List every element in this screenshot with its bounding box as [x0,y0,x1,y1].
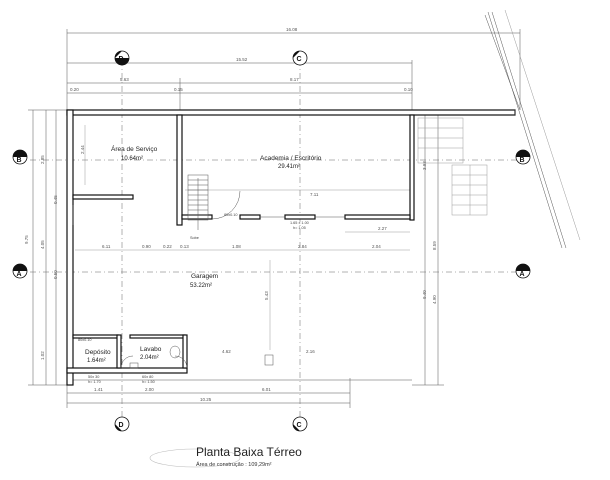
dim-upper-width: 15.52 [236,57,248,62]
dim-d11: 7.11 [310,192,319,197]
dim-overall-width: 16.08 [286,27,298,32]
room-deposito-area: 1.64m² [87,358,106,364]
window-b-size: 80x0.10 [224,213,238,217]
drawing-title: Planta Baixa Térreo [196,445,302,459]
bottom-dimension-lines: 10.25 1.41 2.00 6.01 4.62 2.16 [66,349,412,408]
dim-d12: 4.62 [222,349,231,354]
top-dimension-lines: 16.08 15.52 5.63 8.17 0.20 0.15 0.10 [66,27,521,110]
dim-d3: 6.11 [102,244,111,249]
dim-d5: 0.22 [163,244,172,249]
right-dimension-lines: 8.59 3.93 9.40 [412,109,444,386]
room-deposito-name: Depósito [85,349,111,356]
dim-d23: 5.43 [264,291,269,300]
left-dimension-lines: 9.75 2.85 4.05 1.02 0.45 0.50 [24,109,70,386]
window-a-height: h= 1.05 [293,226,306,230]
dim-d17: 2.85 [40,155,45,164]
marker-a-left-label: A [17,271,22,278]
dim-d21: 0.45 [53,195,58,204]
dim-d13: 2.16 [306,349,315,354]
room-lavabo-area: 2.04m² [140,355,159,361]
dim-d15: 2.00 [145,387,154,392]
section-marker-a-left: A [12,263,28,279]
dim-d9: 2.04 [372,244,381,249]
openings [72,190,345,369]
dim-d26: 0.15 [174,87,183,92]
section-marker-b-right: B [515,149,531,165]
room-servico-area: 10.64m² [121,156,143,162]
dim-d16: 1.41 [94,387,103,392]
room-academia-name: Academia / Escritório [260,155,322,162]
marker-b-left-label: B [17,157,22,164]
property-boundary [484,9,581,249]
room-garagem-area: 53.22m² [190,283,212,289]
dim-d25: 0.20 [70,87,79,92]
marker-a-right-label: A [520,271,525,278]
dim-d1: 5.63 [120,77,129,82]
marker-b-right-label: B [520,157,525,164]
marker-c-top-label: C [297,56,302,63]
door-c-height: h= 1.50 [142,380,155,384]
marker-d-bottom-label: D [119,422,124,429]
staircase: Sobe [187,174,209,240]
dim-d2: 8.17 [290,77,299,82]
dim-d4: 0.90 [142,244,151,249]
section-marker-c-bottom: C [292,416,308,432]
dim-d19: 1.02 [40,351,45,360]
dim-right-height: 8.59 [432,241,437,250]
dim-d10: 2.27 [378,226,387,231]
annotations: 1.65 x 1.00 h= 1.05 80x0.10 80x0.10 50x … [78,213,309,384]
dim-d24: 3.93 [422,161,427,170]
dim-d14: 6.01 [262,387,271,392]
section-marker-d-top: D [114,50,130,66]
section-marker-d-bottom: D [114,416,130,432]
title-block: Planta Baixa Térreo Área de construção :… [149,445,302,468]
room-servico-name: Área de Serviço [111,144,158,153]
room-academia-area: 29.41m² [278,164,300,170]
room-garagem-name: Garagem [191,273,218,280]
door-a-size: 80x0.10 [78,338,92,342]
walls [66,109,516,386]
window-a-size: 1.65 x 1.00 [290,221,309,225]
room-labels: Área de Serviço 10.64m² Academia / Escri… [85,144,322,364]
dim-d27: 0.10 [404,87,413,92]
door-b-size: 50x 30 [88,375,99,379]
drawing-subtitle: Área de construção : 109,29m² [196,461,272,468]
dim-d22: 0.50 [53,270,58,279]
marker-c-bottom-label: C [297,422,302,429]
dim-left-height: 9.75 [24,235,29,244]
stairs-label: Sobe [190,236,199,240]
dim-d18: 4.05 [40,240,45,249]
door-b-height: h= 1.70 [88,380,101,384]
dim-d6: 0.13 [180,244,189,249]
dim-bottom-width: 10.25 [200,397,212,402]
dim-d20: 2.44 [80,145,85,154]
dim-d7: 1.08 [232,244,241,249]
room-lavabo-name: Lavabo [140,346,162,353]
section-marker-a-right: A [515,263,531,279]
door-c-size: 60x 80 [142,375,153,379]
dim-right-extra: 4.90 [432,295,437,304]
dim-d8: 2.84 [298,244,307,249]
marker-d-top-label: D [119,56,124,63]
interior-dimension-lines: 6.11 0.90 0.22 0.13 1.08 2.84 2.04 2.27 … [75,125,410,350]
section-marker-c-top: C [292,50,308,66]
exterior-stairs: 4.90 [417,117,488,304]
section-cut-lines [30,60,520,420]
lavabo-fixtures [129,345,181,369]
dim-right-outer: 9.40 [422,290,427,299]
section-marker-b-left: B [12,149,28,165]
